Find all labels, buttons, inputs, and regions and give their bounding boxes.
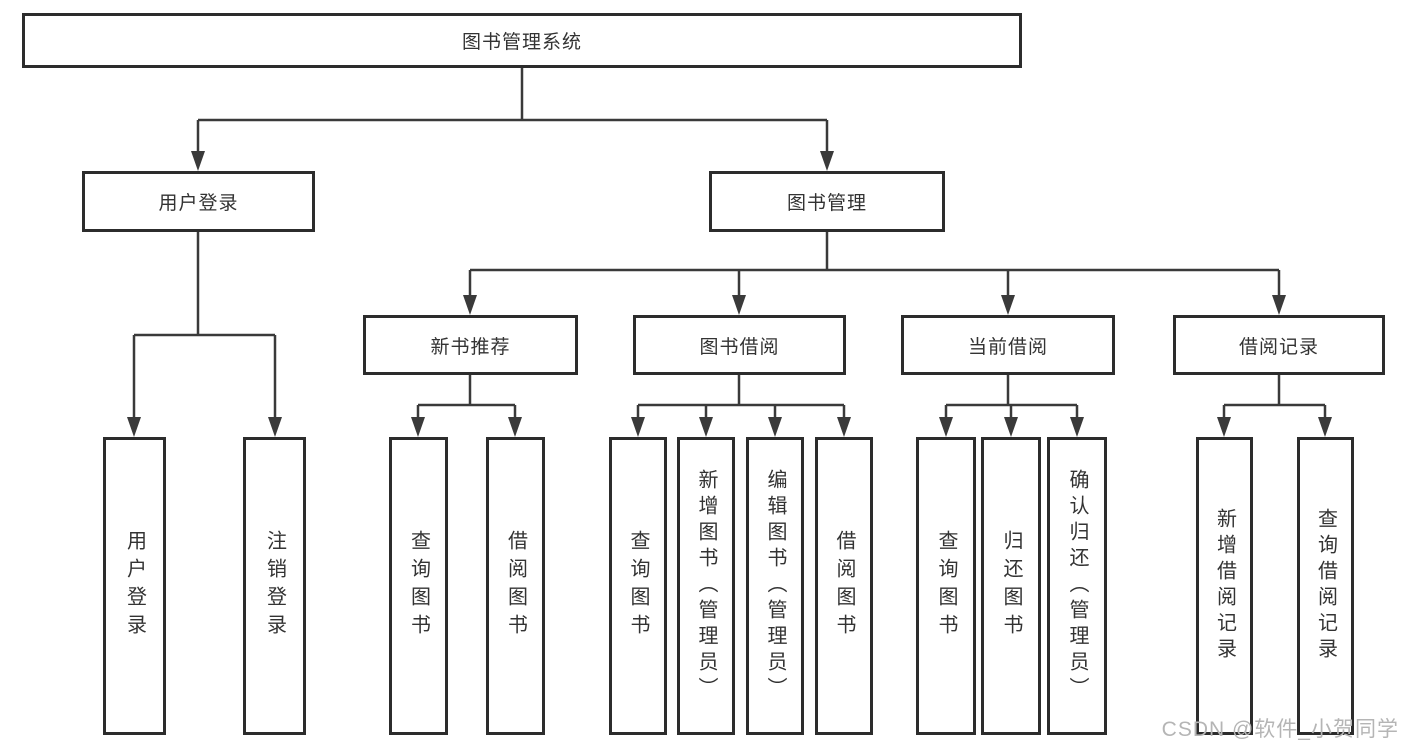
leaf-query-books: 查询图书 — [916, 437, 976, 735]
node-current-borrowing: 当前借阅 — [901, 315, 1115, 375]
leaf-label: 归还图书 — [1000, 530, 1022, 642]
leaf-label: 确认归还（管理员） — [1066, 469, 1088, 703]
arrowheads — [127, 151, 1332, 437]
node-label: 新书推荐 — [430, 336, 511, 358]
leaf-logout: 注销登录 — [243, 437, 306, 735]
node-label: 借阅记录 — [1238, 336, 1319, 358]
leaf-label: 借阅图书 — [504, 530, 527, 642]
leaf-query-borrow-record: 查询借阅记录 — [1297, 437, 1354, 735]
leaf-label: 查询借阅记录 — [1314, 508, 1337, 664]
arrowhead — [768, 417, 782, 437]
arrowhead — [127, 417, 141, 437]
arrowhead — [463, 295, 477, 315]
arrowhead — [699, 417, 713, 437]
leaf-add-book-admin: 新增图书（管理员） — [677, 437, 735, 735]
node-book-borrowing: 图书借阅 — [633, 315, 846, 375]
leaf-label: 新增图书（管理员） — [695, 469, 717, 703]
arrowhead — [820, 151, 834, 171]
leaf-borrow-books: 借阅图书 — [486, 437, 545, 735]
arrowhead — [939, 417, 953, 437]
leaf-return-books: 归还图书 — [981, 437, 1041, 735]
csdn-watermark: CSDN @软件_小贺同学 — [1161, 718, 1399, 741]
arrowhead — [837, 417, 851, 437]
leaf-label: 查询图书 — [627, 530, 649, 642]
leaf-borrow-books: 借阅图书 — [815, 437, 873, 735]
node-borrowing-records: 借阅记录 — [1173, 315, 1385, 375]
leaf-query-books: 查询图书 — [389, 437, 448, 735]
node-label: 用户登录 — [158, 193, 239, 214]
node-label: 图书管理系统 — [461, 32, 582, 53]
leaf-edit-book-admin: 编辑图书（管理员） — [746, 437, 804, 735]
arrowhead — [411, 417, 425, 437]
leaf-add-borrow-record: 新增借阅记录 — [1196, 437, 1253, 735]
arrowhead — [1070, 417, 1084, 437]
leaf-user-login: 用户登录 — [103, 437, 166, 735]
leaf-label: 查询图书 — [407, 530, 430, 642]
arrowhead — [191, 151, 205, 171]
node-label: 图书管理 — [786, 193, 867, 214]
node-library-management-system: 图书管理系统 — [22, 13, 1022, 68]
tree-lines — [132, 68, 1327, 417]
arrowhead — [631, 417, 645, 437]
leaf-confirm-return-admin: 确认归还（管理员） — [1047, 437, 1107, 735]
arrowhead — [1004, 417, 1018, 437]
node-book-management: 图书管理 — [709, 171, 945, 232]
leaf-label: 新增借阅记录 — [1213, 508, 1236, 664]
arrowhead — [1217, 417, 1231, 437]
arrowhead — [508, 417, 522, 437]
leaf-label: 用户登录 — [123, 530, 146, 642]
node-user-login: 用户登录 — [82, 171, 315, 232]
arrowhead — [732, 295, 746, 315]
arrowhead — [268, 417, 282, 437]
node-label: 图书借阅 — [699, 336, 780, 358]
arrowhead — [1318, 417, 1332, 437]
leaf-label: 编辑图书（管理员） — [764, 469, 786, 703]
arrowhead — [1272, 295, 1286, 315]
leaf-label: 借阅图书 — [833, 530, 855, 642]
arrowhead — [1001, 295, 1015, 315]
leaf-label: 注销登录 — [263, 530, 286, 642]
leaf-label: 查询图书 — [935, 530, 957, 642]
leaf-query-books: 查询图书 — [609, 437, 667, 735]
node-label: 当前借阅 — [967, 336, 1048, 358]
node-new-book-recommendation: 新书推荐 — [363, 315, 578, 375]
